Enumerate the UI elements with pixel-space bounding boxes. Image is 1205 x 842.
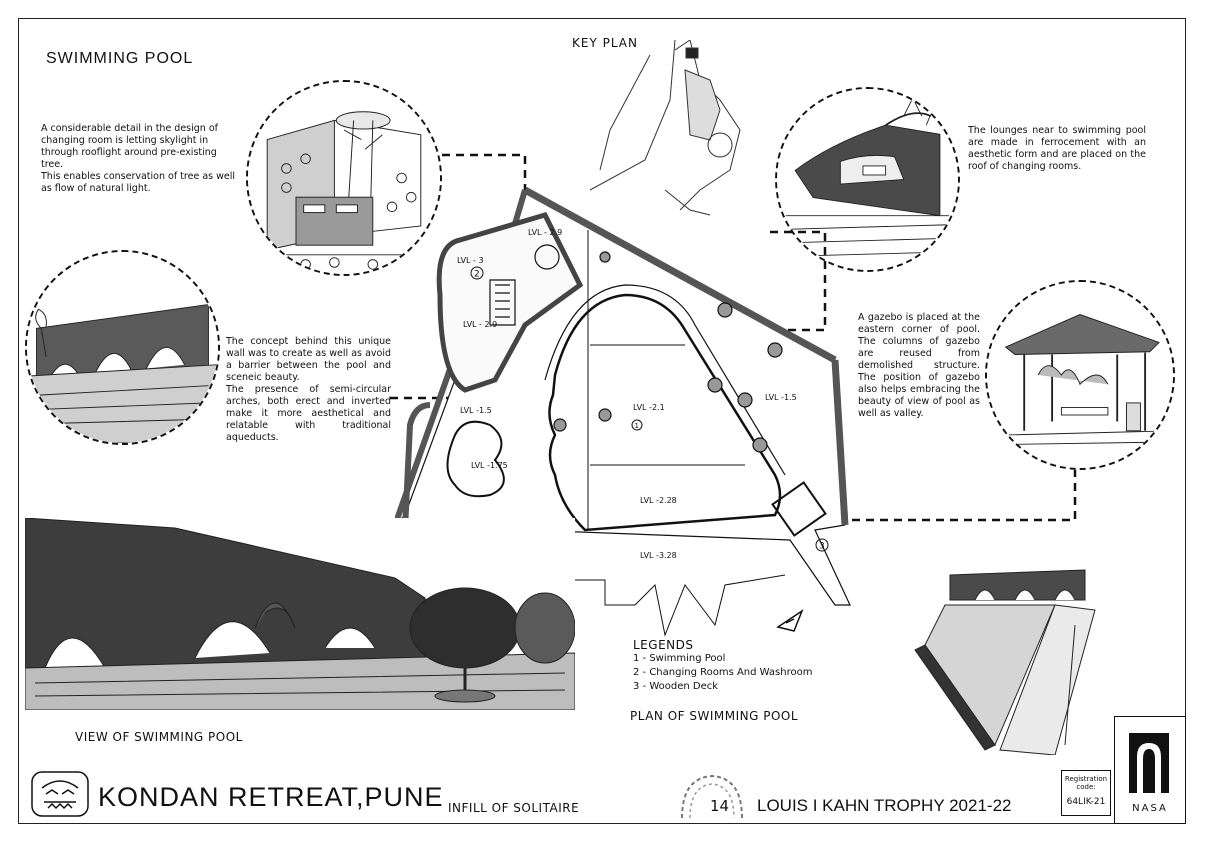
plan-label-lvl-3: LVL - 3 <box>457 256 484 265</box>
plan-label-lvl-2-9-top: LVL - 2.9 <box>528 228 562 237</box>
aqueduct-wall-note-line-2: The presence of semi-circular arches, bo… <box>226 384 391 443</box>
north-arrow-icon <box>776 609 804 632</box>
legend-item-3: 3 - Wooden Deck <box>633 681 719 692</box>
aqueduct-wall-sketch-drawing <box>27 252 218 443</box>
changing-room-sketch-drawing <box>248 82 440 274</box>
project-subtitle: INFILL OF SOLITAIRE <box>448 801 580 815</box>
trophy-title: LOUIS I KAHN TROPHY 2021-22 <box>757 796 1012 815</box>
plan-label-lvl-2-1: LVL -2.1 <box>633 403 665 412</box>
view-caption: VIEW OF SWIMMING POOL <box>75 730 243 744</box>
nasa-logo-box: NASA <box>1114 716 1186 824</box>
aqueduct-perspective-sketch <box>905 555 1105 755</box>
plan-caption: PLAN OF SWIMMING POOL <box>630 709 799 723</box>
project-title: KONDAN RETREAT,PUNE <box>98 782 444 812</box>
nasa-logo-icon <box>1129 733 1169 793</box>
gazebo-sketch <box>985 280 1175 470</box>
aqueduct-wall-sketch <box>25 250 220 445</box>
registration-box: Registration code: 64LIK-21 <box>1061 770 1111 816</box>
kondan-logo-icon <box>31 771 89 817</box>
plan-marker-1: 1 <box>635 422 639 430</box>
plan-label-lvl-1-5-left: LVL -1.5 <box>460 406 492 415</box>
plan-label-lvl-3-28: LVL -3.28 <box>640 551 677 560</box>
drawing-sheet-border <box>18 18 1186 824</box>
gazebo-sketch-drawing <box>987 282 1173 468</box>
changing-room-note-line-2: This enables conservation of tree as wel… <box>41 171 236 194</box>
swimming-pool-plan: LVL - 2.9 LVL - 3 LVL - 2.9 LVL -1.5 LVL… <box>395 186 851 637</box>
registration-label: Registration code: <box>1064 775 1108 791</box>
key-plan-drawing <box>590 40 741 216</box>
gazebo-note: A gazebo is placed at the eastern corner… <box>858 312 980 419</box>
plan-marker-3: 3 <box>819 542 825 552</box>
registration-code: 64LIK-21 <box>1066 797 1106 807</box>
aqueduct-wall-note: The concept behind this unique wall was … <box>226 336 391 444</box>
key-plan-heading: KEY PLAN <box>572 36 638 50</box>
legend-item-2: 2 - Changing Rooms And Washroom <box>633 667 813 678</box>
aqueduct-wall-note-line-1: The concept behind this unique wall was … <box>226 336 391 383</box>
nasa-label: NASA <box>1132 803 1168 814</box>
sheet-heading: SWIMMING POOL <box>46 50 194 67</box>
plan-label-lvl-1-5-right: LVL -1.5 <box>765 393 797 402</box>
plan-label-lvl-1-75: LVL -1.75 <box>471 461 508 470</box>
sheet-number-badge-icon <box>681 774 743 819</box>
pool-view-sketch <box>25 518 575 710</box>
changing-room-note-line-1: A considerable detail in the design of c… <box>41 123 219 170</box>
legends-block: LEGENDS 1 - Swimming Pool 2 - Changing R… <box>633 638 812 694</box>
plan-label-lvl-2-9-bottom: LVL - 2.9 <box>463 320 497 329</box>
plan-label-lvl-2-28: LVL -2.28 <box>640 496 677 505</box>
legends-heading: LEGENDS <box>633 638 694 652</box>
legend-item-1: 1 - Swimming Pool <box>633 653 726 664</box>
plan-marker-2: 2 <box>474 270 480 280</box>
sheet-number: 14 <box>710 797 730 815</box>
lounges-note: The lounges near to swimming pool are ma… <box>968 125 1146 172</box>
changing-room-note: A considerable detail in the design of c… <box>41 123 241 195</box>
changing-room-sketch <box>246 80 442 276</box>
